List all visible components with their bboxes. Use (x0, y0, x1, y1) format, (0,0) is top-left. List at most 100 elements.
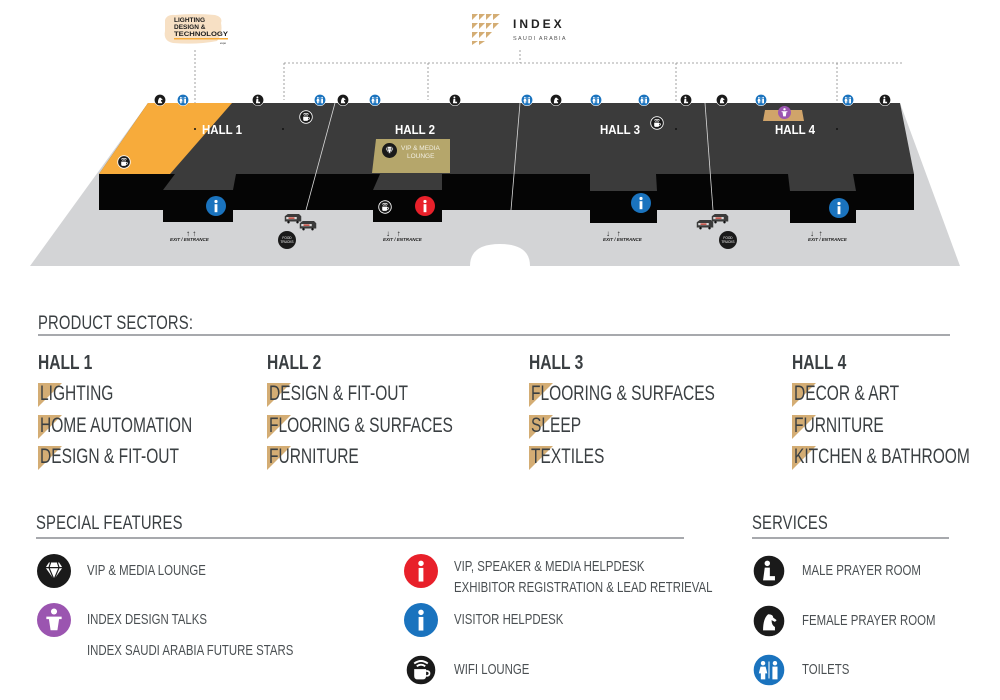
exit-entrance-4[interactable]: ↓ ↑ EXIT / ENTRANCE (808, 229, 848, 242)
female-prayer-icon[interactable] (154, 94, 166, 106)
gold-triangle-icon (529, 446, 553, 470)
toilets-icon[interactable] (369, 94, 381, 106)
svg-text:EXIT / ENTRANCE: EXIT / ENTRANCE (808, 237, 848, 242)
gold-triangle-icon (38, 383, 62, 407)
female-prayer-icon (752, 604, 786, 638)
svg-text:TECHNOLOGY: TECHNOLOGY (174, 31, 229, 38)
toilets-icon[interactable] (590, 94, 602, 106)
male-prayer-icon[interactable] (879, 94, 891, 106)
female-prayer-icon[interactable] (550, 94, 562, 106)
gold-triangle-icon (792, 383, 816, 407)
visitor-helpdesk-icon[interactable] (206, 196, 226, 216)
wifi-cup-icon (404, 653, 438, 687)
svg-text:FOOD: FOOD (723, 236, 733, 240)
index-saudi-arabia-logo[interactable]: INDEX SAUDI ARABIA (472, 14, 567, 45)
sector-item[interactable]: DESIGN & FIT-OUT (267, 382, 409, 407)
svg-text:↓ ↑: ↓ ↑ (386, 229, 401, 238)
toilets-icon[interactable] (755, 94, 767, 106)
ground-cutout (470, 244, 530, 266)
vip-lounge-label-1: VIP & MEDIA (401, 145, 441, 152)
entrance-blocks (163, 174, 856, 223)
gold-triangle-icon (267, 414, 291, 439)
wifi-lounge-icon[interactable] (650, 116, 664, 130)
hall-4-label[interactable]: HALL 4 (775, 122, 816, 137)
services-title: SERVICES (752, 513, 828, 534)
toilets-icon[interactable] (638, 94, 650, 106)
info-blue-icon (404, 603, 438, 637)
special-features-divider (36, 537, 684, 539)
visitor-helpdesk-icon[interactable] (829, 198, 849, 218)
exit-entrance-1[interactable]: ↑ ↑ EXIT / ENTRANCE (170, 229, 210, 242)
male-prayer-icon[interactable] (449, 94, 461, 106)
vip-lounge-label-2: LOUNGE (407, 153, 435, 160)
wifi-lounge-icon[interactable] (299, 110, 313, 124)
gold-triangle-icon (267, 446, 291, 470)
toilets-icon[interactable] (842, 94, 854, 106)
exit-entrance-3[interactable]: ↓ ↑ EXIT / ENTRANCE (603, 229, 643, 242)
toilets-icon[interactable] (177, 94, 189, 106)
sector-item[interactable]: KITCHEN & BATHROOM (792, 445, 970, 470)
sector-item[interactable]: DESIGN & FIT-OUT (38, 445, 180, 470)
toilets-icon[interactable] (314, 94, 326, 106)
vip-lounge-diamond-icon[interactable] (382, 143, 397, 158)
hall-1-label[interactable]: HALL 1 (202, 122, 242, 137)
svg-text:expo: expo (220, 41, 227, 45)
food-trucks-2[interactable]: FOOD TRUCKS (696, 214, 737, 249)
gold-triangle-icon (792, 414, 816, 439)
feature-vip-helpdesk[interactable]: VIP, SPEAKER & MEDIA HELPDESK (404, 554, 705, 588)
gold-triangle-icon (267, 383, 291, 407)
svg-text:LIGHTING: LIGHTING (174, 17, 205, 24)
svg-text:EXIT / ENTRANCE: EXIT / ENTRANCE (383, 237, 423, 242)
visitor-helpdesk-icon[interactable] (631, 193, 651, 213)
lighting-design-technology-logo[interactable]: LIGHTING DESIGN & TECHNOLOGY expo (164, 14, 229, 45)
product-sectors-title: PRODUCT SECTORS: (38, 313, 194, 334)
svg-text:INDEX: INDEX (513, 17, 565, 31)
sector-item[interactable]: DECOR & ART (792, 382, 900, 407)
svg-text:↓ ↑: ↓ ↑ (810, 229, 822, 238)
vip-helpdesk-icon[interactable] (415, 196, 435, 216)
feature-vip-lounge[interactable]: VIP & MEDIA LOUNGE (37, 554, 243, 588)
food-trucks-1[interactable]: FOOD TRUCKS (278, 214, 317, 249)
feature-exhibitor-registration[interactable]: EXHIBITOR REGISTRATION & LEAD RETRIEVAL (454, 579, 713, 596)
design-talks-podium-icon[interactable] (778, 106, 791, 119)
svg-text:EXIT / ENTRANCE: EXIT / ENTRANCE (170, 237, 210, 242)
sector-item[interactable]: FLOORING & SURFACES (267, 413, 453, 439)
sector-item[interactable]: FLOORING & SURFACES (529, 382, 715, 407)
sector-item[interactable]: TEXTILES (529, 445, 605, 470)
product-sectors-divider (38, 334, 950, 336)
male-prayer-icon (752, 554, 786, 588)
hall-3-label[interactable]: HALL 3 (600, 122, 640, 137)
exit-entrance-2[interactable]: ↓ ↑ EXIT / ENTRANCE (383, 229, 423, 242)
service-male-prayer[interactable]: MALE PRAYER ROOM (752, 554, 958, 588)
svg-text:SAUDI ARABIA: SAUDI ARABIA (513, 36, 567, 42)
sector-item[interactable]: FURNITURE (267, 445, 359, 470)
feature-wifi-lounge[interactable]: WIFI LOUNGE (404, 653, 553, 687)
feature-design-talks[interactable]: INDEX DESIGN TALKS (37, 603, 245, 637)
male-prayer-icon[interactable] (680, 94, 692, 106)
sector-item[interactable]: SLEEP (529, 413, 582, 439)
svg-text:↓ ↑: ↓ ↑ (606, 229, 621, 238)
female-prayer-icon[interactable] (716, 94, 728, 106)
service-female-prayer[interactable]: FEMALE PRAYER ROOM (752, 604, 978, 638)
wifi-lounge-icon[interactable] (378, 200, 392, 214)
sector-item[interactable]: FURNITURE (792, 413, 884, 439)
diamond-icon (37, 554, 71, 588)
service-toilets[interactable]: TOILETS (752, 653, 864, 687)
hall-3-heading: HALL 3 (529, 352, 584, 374)
male-prayer-icon[interactable] (252, 94, 264, 106)
floor-plan-map: VIP & MEDIA LOUNGE HALL 1 HALL 2 HALL 3 … (30, 14, 960, 266)
feature-visitor-helpdesk[interactable]: VISITOR HELPDESK (404, 603, 598, 637)
toilets-icon[interactable] (521, 94, 533, 106)
svg-text:TRUCKS: TRUCKS (721, 240, 734, 244)
hall-2-label[interactable]: HALL 2 (395, 122, 435, 137)
svg-text:DESIGN &: DESIGN & (174, 24, 206, 31)
svg-text:FOOD: FOOD (282, 236, 292, 240)
feature-future-stars[interactable]: INDEX SAUDI ARABIA FUTURE STARS (87, 642, 294, 659)
special-features-title: SPECIAL FEATURES (36, 513, 183, 534)
info-red-icon (404, 554, 438, 588)
wifi-lounge-icon[interactable] (117, 155, 131, 169)
female-prayer-icon[interactable] (337, 94, 349, 106)
svg-text:EXIT / ENTRANCE: EXIT / ENTRANCE (603, 237, 643, 242)
sector-item[interactable]: LIGHTING (38, 382, 114, 407)
sector-item[interactable]: HOME AUTOMATION (38, 413, 193, 439)
